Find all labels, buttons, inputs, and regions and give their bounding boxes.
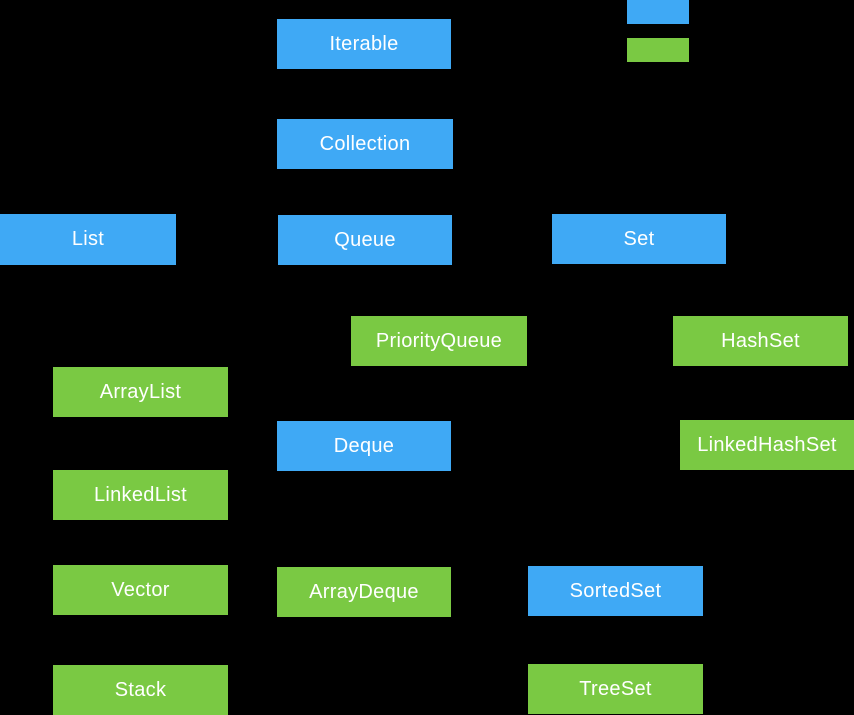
node-queue: Queue [278,215,452,265]
node-vector: Vector [53,565,228,615]
node-iterable: Iterable [277,19,451,69]
node-deque: Deque [277,421,451,471]
node-treeset: TreeSet [528,664,703,714]
node-hashset: HashSet [673,316,848,366]
node-stack: Stack [53,665,228,715]
node-linkedhashset: LinkedHashSet [680,420,854,470]
legend-class-swatch [627,38,689,62]
node-sortedset: SortedSet [528,566,703,616]
node-arraylist: ArrayList [53,367,228,417]
node-collection: Collection [277,119,453,169]
node-priorityqueue: PriorityQueue [351,316,527,366]
node-list: List [0,214,176,265]
node-linkedlist: LinkedList [53,470,228,520]
node-arraydeque: ArrayDeque [277,567,451,617]
legend-interface-swatch [627,0,689,24]
node-set: Set [552,214,726,264]
